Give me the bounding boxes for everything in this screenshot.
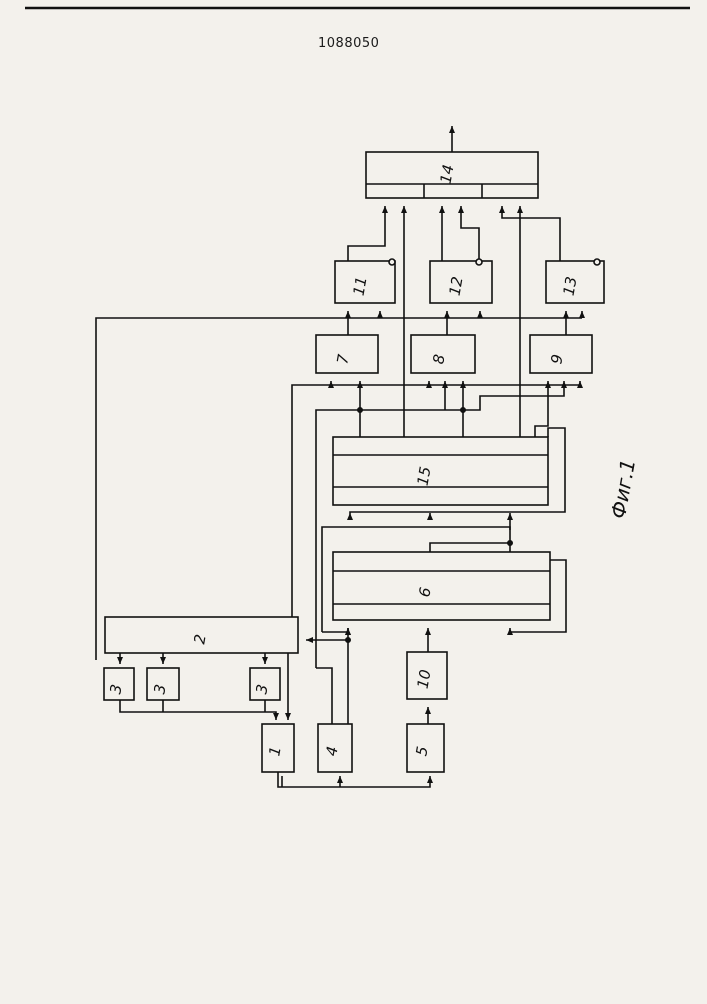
patent-number: 1088050	[318, 36, 379, 51]
block-9	[530, 335, 592, 373]
label-1: 1	[265, 745, 284, 758]
label-8: 8	[429, 353, 448, 366]
label-15: 15	[414, 465, 435, 487]
block-7	[316, 335, 378, 373]
label-3-third: 3	[252, 683, 271, 696]
label-13: 13	[560, 275, 581, 297]
block-6	[333, 552, 550, 620]
figure-caption: Фиг.1	[606, 457, 640, 520]
label-2: 2	[190, 633, 209, 646]
label-3-first: 3	[106, 683, 125, 696]
label-6: 6	[415, 586, 434, 599]
label-3-second: 3	[150, 683, 169, 696]
label-7: 7	[333, 352, 352, 365]
block-8	[411, 335, 475, 373]
label-9: 9	[547, 353, 566, 366]
label-5: 5	[412, 745, 431, 758]
label-4: 4	[322, 745, 341, 758]
block-15	[333, 437, 548, 505]
label-10: 10	[414, 668, 435, 690]
label-12: 12	[446, 275, 467, 297]
label-14: 14	[437, 163, 458, 185]
label-11: 11	[350, 275, 371, 297]
